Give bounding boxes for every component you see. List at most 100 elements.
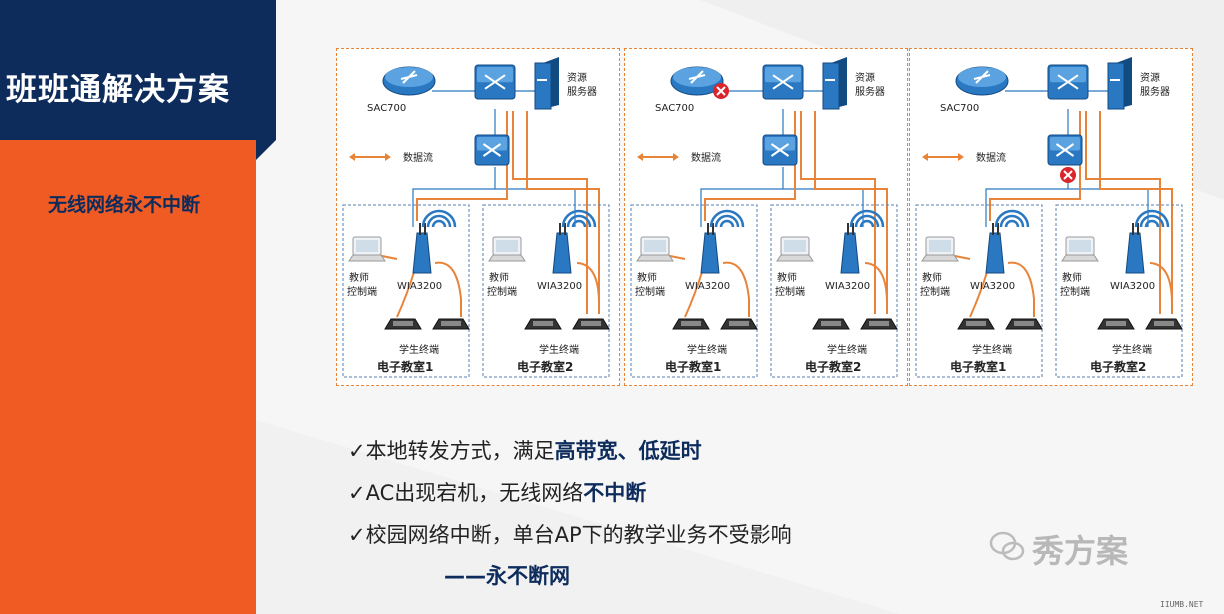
student-label: 学生终端: [1112, 343, 1152, 356]
student-terminal-icon: [1145, 318, 1183, 330]
teacher-pc-icon: [348, 236, 386, 262]
network-links: [700, 90, 864, 227]
classroom-box: [482, 204, 610, 378]
classroom-name: 电子教室2: [517, 359, 573, 374]
ap-label: WIA3200: [537, 281, 582, 292]
teacher-label: 控制端: [487, 285, 517, 298]
teacher-label: 教师: [637, 271, 657, 284]
ap-label: WIA3200: [1110, 281, 1155, 292]
bullet-item: ✓校园网络中断，单台AP下的教学业务不受影响: [348, 514, 792, 556]
ap-label: WIA3200: [825, 281, 870, 292]
student-terminal-icon: [860, 318, 898, 330]
student-terminal-icon: [1097, 318, 1135, 330]
classroom-box: [342, 204, 470, 378]
student-label: 学生终端: [687, 343, 727, 356]
slide-title: 班班通解决方案: [6, 72, 230, 108]
student-label: 学生终端: [827, 343, 867, 356]
ac-label: SAC700: [655, 103, 694, 114]
classroom-name: 电子教室1: [665, 359, 721, 374]
dataflow-label: 数据流: [403, 151, 433, 164]
site-tag: IIUMB.NET: [1160, 600, 1204, 609]
teacher-label: 控制端: [920, 285, 950, 298]
classroom-box: [630, 204, 758, 378]
student-terminal-icon: [957, 318, 995, 330]
wechat-icon: [989, 531, 1025, 561]
dataflow-label: 数据流: [691, 151, 721, 164]
bullet-text: AC出现宕机，无线网络: [365, 481, 584, 505]
student-terminal-icon: [720, 318, 758, 330]
wifi-signal-icon: [561, 209, 597, 228]
ac-controller-icon: [382, 66, 436, 96]
access-point-icon: [840, 223, 860, 274]
server-label: 服务器: [1140, 85, 1170, 98]
teacher-label: 控制端: [347, 285, 377, 298]
core-switch-icon: [474, 64, 516, 100]
bullet-emphasis: 不中断: [583, 481, 647, 505]
classroom-box: [1055, 204, 1183, 378]
ap-label: WIA3200: [685, 281, 730, 292]
aggregation-switch-icon: [1047, 134, 1083, 166]
network-links: [412, 90, 576, 227]
bullet-text: 本地转发方式，满足: [365, 439, 555, 463]
student-terminal-icon: [384, 318, 422, 330]
wifi-signal-icon: [421, 209, 457, 228]
slide-subtitle: 无线网络永不中断: [48, 194, 201, 216]
server-icon: [1107, 57, 1132, 110]
ap-label: WIA3200: [970, 281, 1015, 292]
classroom-name: 电子教室2: [1090, 359, 1146, 374]
teacher-label: 教师: [1062, 271, 1082, 284]
classroom-box: [915, 204, 1043, 378]
check-icon: ✓: [348, 481, 366, 505]
ap-label: WIA3200: [397, 281, 442, 292]
failure-icon: [1060, 167, 1076, 183]
access-point-icon: [552, 223, 572, 274]
teacher-pc-icon: [1061, 236, 1099, 262]
ac-controller-icon: [670, 66, 724, 96]
access-point-icon: [412, 223, 432, 274]
ac-label: SAC700: [367, 103, 406, 114]
dataflow-label: 数据流: [976, 151, 1006, 164]
teacher-label: 教师: [922, 271, 942, 284]
bullet-list: ✓本地转发方式，满足高带宽、低延时 ✓AC出现宕机，无线网络不中断 ✓校园网络中…: [348, 430, 792, 556]
student-terminal-icon: [572, 318, 610, 330]
classroom-name: 电子教室2: [805, 359, 861, 374]
classroom-box: [770, 204, 898, 378]
teacher-pc-icon: [776, 236, 814, 262]
aggregation-switch-icon: [762, 134, 798, 166]
core-switch-icon: [762, 64, 804, 100]
server-label: 资源: [567, 71, 587, 84]
teacher-pc-icon: [488, 236, 526, 262]
student-terminal-icon: [1005, 318, 1043, 330]
conclusion-text: ——永不断网: [444, 564, 570, 588]
ac-controller-icon: [955, 66, 1009, 96]
bullet-emphasis: 高带宽、低延时: [554, 439, 702, 463]
classroom-name: 电子教室1: [950, 359, 1006, 374]
network-links: [985, 90, 1149, 227]
teacher-label: 控制端: [775, 285, 805, 298]
side-banner: [0, 140, 256, 614]
failure-icon: [713, 83, 729, 99]
student-label: 学生终端: [539, 343, 579, 356]
teacher-label: 控制端: [1060, 285, 1090, 298]
student-terminal-icon: [524, 318, 562, 330]
wifi-signal-icon: [709, 209, 745, 228]
check-icon: ✓: [348, 523, 366, 547]
access-point-icon: [985, 223, 1005, 274]
core-switch-icon: [1047, 64, 1089, 100]
teacher-pc-icon: [921, 236, 959, 262]
wifi-signal-icon: [1134, 209, 1170, 228]
server-icon: [534, 57, 559, 110]
watermark-text: 秀方案: [1032, 532, 1129, 570]
teacher-label: 控制端: [635, 285, 665, 298]
wifi-signal-icon: [994, 209, 1030, 228]
aggregation-switch-icon: [474, 134, 510, 166]
bullet-item: ✓AC出现宕机，无线网络不中断: [348, 472, 792, 514]
server-label: 服务器: [567, 85, 597, 98]
teacher-label: 教师: [489, 271, 509, 284]
check-icon: ✓: [348, 439, 366, 463]
ac-label: SAC700: [940, 103, 979, 114]
server-icon: [822, 57, 847, 110]
